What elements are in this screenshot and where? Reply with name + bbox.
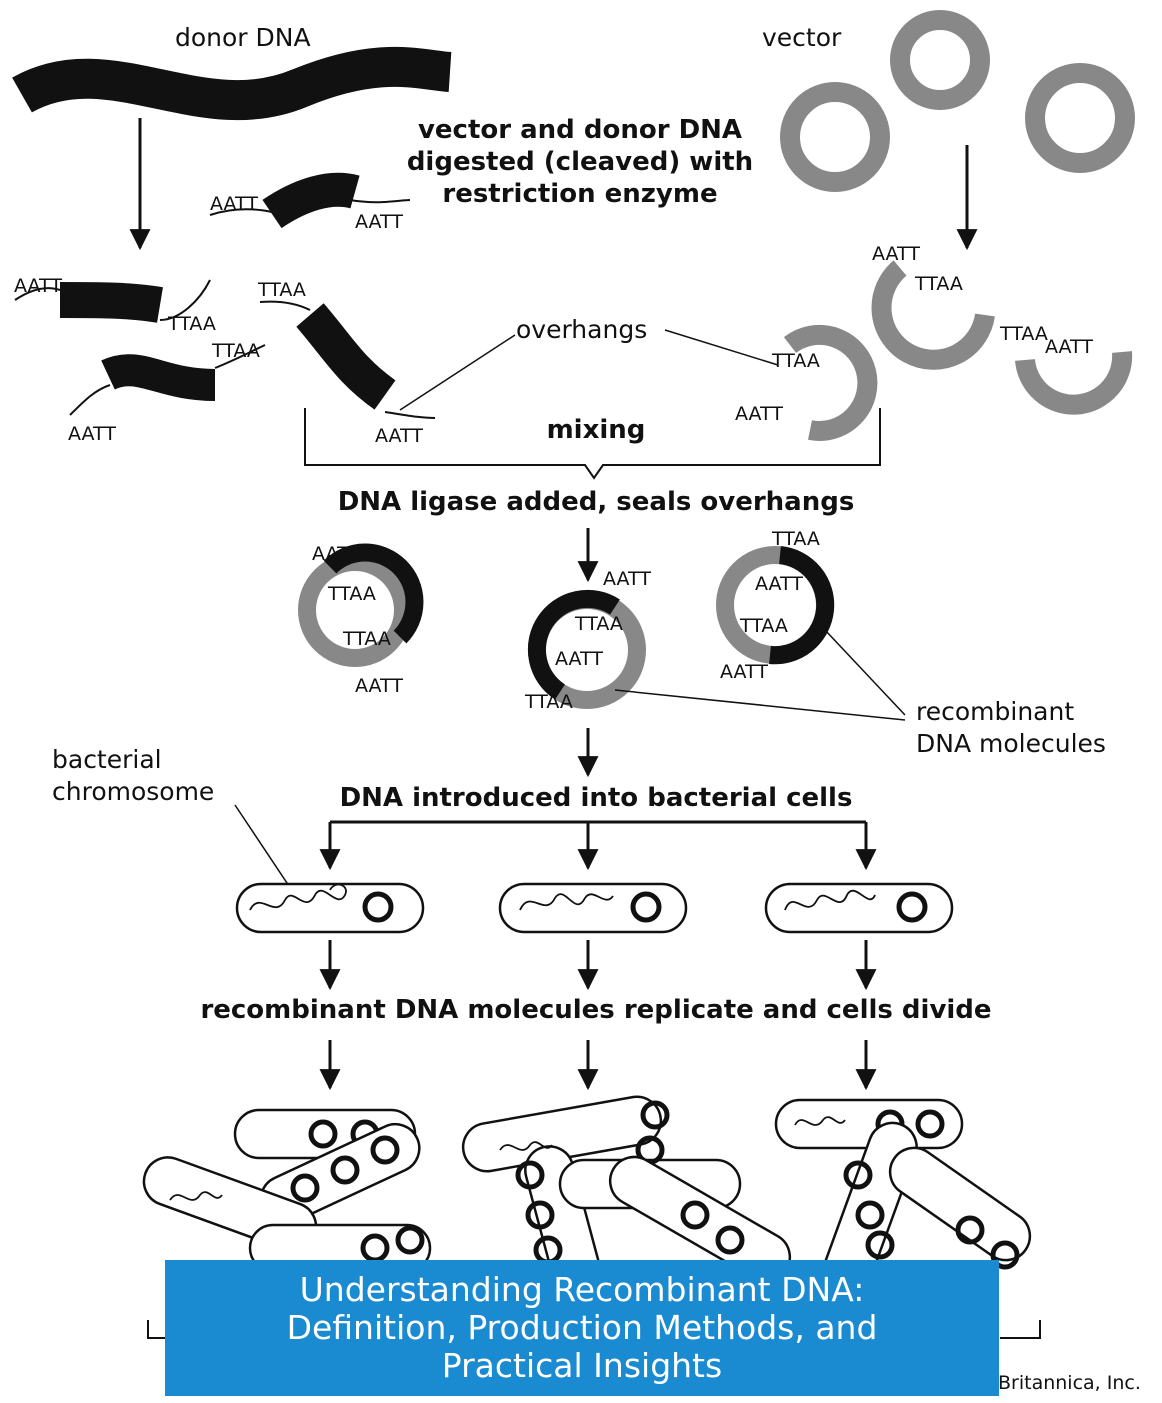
svg-text:AATT: AATT [603, 568, 651, 590]
svg-text:TTAA: TTAA [574, 613, 623, 635]
digest-caption-line3: restriction enzyme [442, 179, 717, 209]
vector-plasmid-3 [1025, 63, 1135, 173]
introduced-caption: DNA introduced into bacterial cells [340, 783, 853, 813]
mixing-bracket [304, 408, 881, 480]
recombinant-label-line2: DNA molecules [916, 729, 1106, 758]
svg-text:TTAA: TTAA [524, 691, 573, 713]
title-line-3: Practical Insights [441, 1346, 723, 1385]
recombinant-pointer-1 [614, 689, 906, 721]
svg-text:AATT: AATT [1045, 336, 1093, 358]
svg-text:TTAA: TTAA [999, 323, 1048, 345]
svg-text:TTAA: TTAA [257, 279, 306, 301]
bacterial-pointer [234, 804, 296, 896]
svg-text:TTAA: TTAA [327, 583, 376, 605]
vector-label: vector [762, 23, 842, 52]
opened-vector-3: TTAA AATT [999, 323, 1133, 415]
mixing-label: mixing [547, 415, 646, 445]
donor-fragment-4: TTAA AATT [257, 279, 436, 447]
title-banner: Understanding Recombinant DNA: Definitio… [165, 1260, 999, 1396]
vector-plasmid-2 [890, 10, 990, 110]
svg-text:AATT: AATT [312, 543, 360, 565]
credit-text: Britannica, Inc. [998, 1372, 1141, 1394]
bacterial-cell-1 [235, 882, 425, 934]
title-line-2: Definition, Production Methods, and [286, 1308, 878, 1347]
bacterial-label-line1: bacterial [52, 745, 162, 774]
svg-text:TTAA: TTAA [771, 350, 820, 372]
bacterial-cell-3 [764, 882, 954, 934]
donor-dna-strand [12, 46, 452, 121]
svg-text:TTAA: TTAA [167, 313, 216, 335]
colony-left [142, 1108, 432, 1273]
svg-text:AATT: AATT [872, 243, 920, 265]
ligase-caption: DNA ligase added, seals overhangs [338, 487, 855, 517]
recombinant-label-line1: recombinant [916, 697, 1074, 726]
svg-text:AATT: AATT [355, 211, 403, 233]
svg-text:TTAA: TTAA [739, 615, 788, 637]
recombinant-plasmid-3: TTAA AATT TTAA AATT [716, 528, 835, 683]
overhangs-pointer-left [399, 334, 516, 411]
svg-text:AATT: AATT [355, 675, 403, 697]
svg-text:AATT: AATT [210, 193, 258, 215]
opened-vector-1: TTAA AATT [735, 324, 878, 441]
svg-text:AATT: AATT [755, 573, 803, 595]
svg-text:AATT: AATT [735, 403, 783, 425]
svg-text:TTAA: TTAA [771, 528, 820, 550]
recombinant-plasmid-1: AATT TTAA TTAA AATT [298, 543, 424, 697]
overhangs-pointer-right [664, 329, 779, 366]
svg-text:AATT: AATT [555, 648, 603, 670]
donor-fragment-2: AATT TTAA [14, 275, 216, 335]
svg-text:TTAA: TTAA [342, 628, 391, 650]
svg-text:AATT: AATT [68, 423, 116, 445]
svg-text:AATT: AATT [375, 425, 423, 447]
bacterial-cell-2 [498, 882, 688, 934]
title-line-1: Understanding Recombinant DNA: [299, 1270, 865, 1309]
donor-dna-label: donor DNA [175, 23, 311, 52]
bottom-bracket [147, 1320, 1041, 1339]
overhangs-label: overhangs [516, 315, 647, 344]
donor-fragment-3: AATT TTAA [68, 340, 266, 445]
bacterial-label-line2: chromosome [52, 777, 214, 806]
svg-text:AATT: AATT [720, 661, 768, 683]
svg-text:TTAA: TTAA [211, 340, 260, 362]
svg-text:AATT: AATT [14, 275, 62, 297]
vector-plasmid-1 [780, 82, 890, 192]
colony-right [774, 1098, 1032, 1297]
donor-fragment-1: AATT AATT [209, 172, 411, 233]
replicate-caption: recombinant DNA molecules replicate and … [200, 995, 991, 1025]
recombinant-plasmid-2: AATT TTAA AATT TTAA [524, 568, 651, 713]
svg-text:TTAA: TTAA [914, 273, 963, 295]
digest-caption-line2: digested (cleaved) with [407, 147, 753, 177]
opened-vector-2: AATT TTAA [871, 243, 995, 370]
recombinant-pointer-2 [824, 629, 906, 716]
digest-caption-line1: vector and donor DNA [418, 115, 742, 145]
